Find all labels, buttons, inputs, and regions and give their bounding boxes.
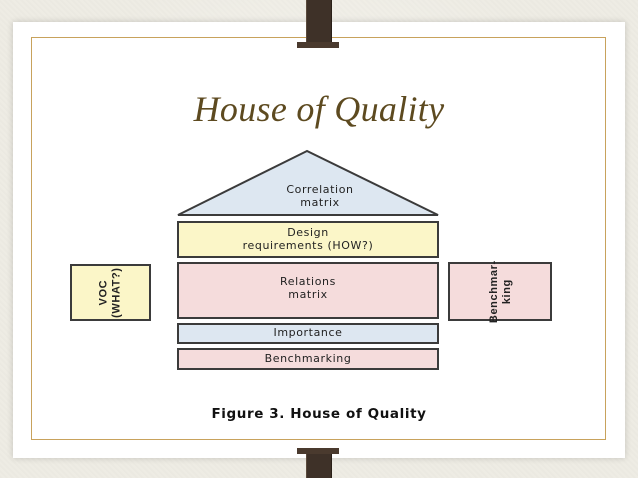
importance-label: Importance: [273, 326, 343, 340]
roof-label: Correlation matrix: [230, 183, 410, 209]
top-pin-tip: [297, 42, 339, 48]
benchmarking-side-label: Benchmar- king: [487, 260, 512, 323]
relations-matrix-line2: matrix: [288, 287, 328, 301]
design-requirements-box: Design requirements (HOW?): [177, 221, 439, 258]
relations-matrix-line1: Relations: [280, 275, 336, 288]
roof-triangle: [177, 149, 439, 216]
benchmarking-bottom-box: Benchmarking: [177, 348, 439, 370]
benchmarking-side-box: Benchmar- king: [448, 260, 552, 323]
voc-line2: (WHAT?): [110, 267, 123, 318]
importance-box: Importance: [177, 323, 439, 344]
roof-label-line1: Correlation: [286, 183, 354, 196]
voc-line1: VOC: [97, 279, 110, 306]
relations-matrix-box: Relations matrix: [177, 262, 439, 319]
benchmarking-side-line2: king: [500, 279, 512, 305]
voc-box: VOC (WHAT?): [70, 264, 151, 321]
bottom-pin-decoration: [306, 452, 332, 478]
roof-label-line2: matrix: [300, 196, 340, 210]
top-pin-decoration: [306, 0, 332, 44]
figure-caption: Figure 3. House of Quality: [211, 406, 427, 422]
voc-label: VOC (WHAT?): [98, 267, 123, 317]
benchmarking-side-line1: Benchmar-: [487, 260, 500, 323]
benchmarking-bottom-label: Benchmarking: [264, 351, 352, 365]
design-requirements-line2: requirements (HOW?): [242, 238, 374, 252]
bottom-pin-tip: [297, 448, 339, 454]
slide-title: House of Quality: [193, 89, 445, 129]
design-requirements-line1: Design: [287, 225, 329, 239]
